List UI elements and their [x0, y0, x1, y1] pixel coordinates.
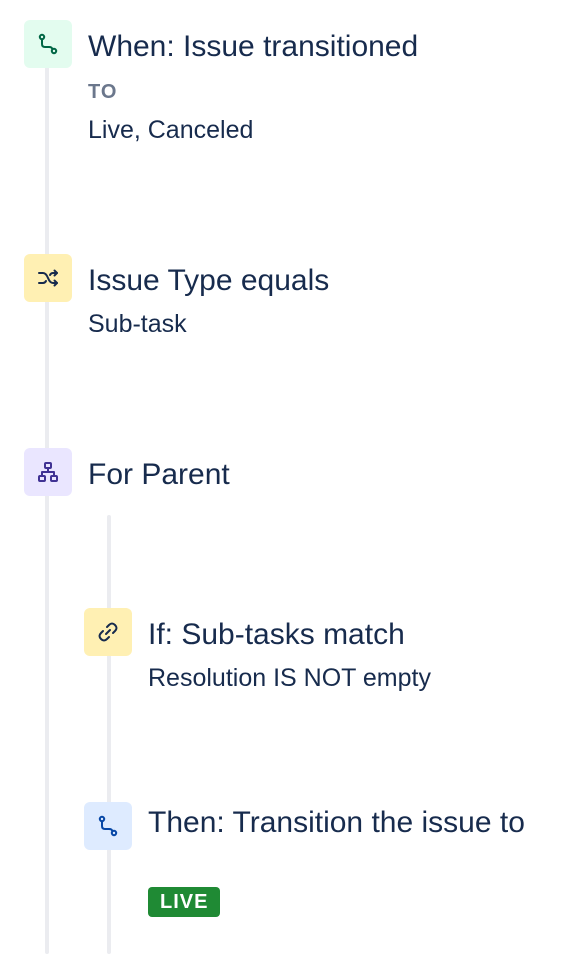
action-title: Then: Transition the issue to	[148, 806, 525, 839]
nested-condition-title: If: Sub-tasks match	[148, 618, 405, 651]
transition-icon	[84, 802, 132, 850]
shuffle-icon	[24, 254, 72, 302]
condition-value: Sub-task	[88, 310, 187, 338]
trigger-value: Live, Canceled	[88, 116, 254, 144]
transition-icon	[24, 20, 72, 68]
condition-title: Issue Type equals	[88, 264, 330, 297]
trigger-title: When: Issue transitioned	[88, 30, 419, 63]
branch-title: For Parent	[88, 458, 230, 491]
hierarchy-icon	[24, 448, 72, 496]
status-lozenge: LIVE	[148, 887, 221, 917]
trigger-field-label: TO	[88, 81, 118, 103]
branch-flow-line	[107, 515, 111, 954]
main-flow-line	[45, 44, 49, 954]
nested-condition-value: Resolution IS NOT empty	[148, 664, 431, 692]
link-icon	[84, 608, 132, 656]
